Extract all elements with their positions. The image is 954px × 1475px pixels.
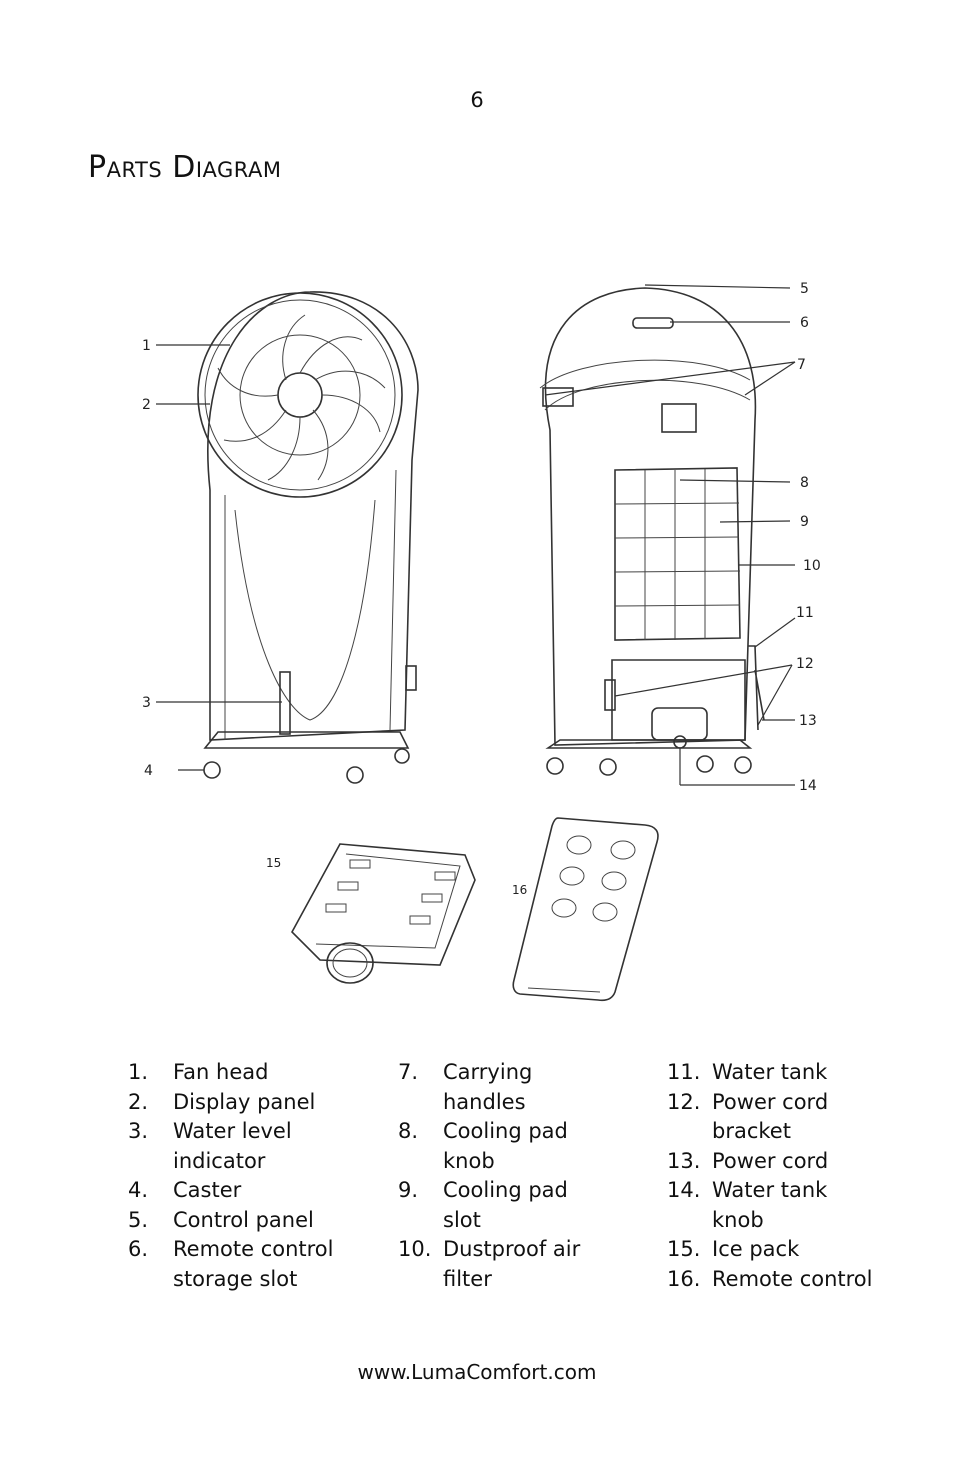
callout-1: 1: [142, 338, 151, 354]
list-item: 3.Water level indicator: [128, 1119, 292, 1173]
list-item: 16.Remote control: [667, 1266, 873, 1291]
callout-numbers: 1 2 3 4 5 6 7 8 9 10 11 12 13 14 15 16: [142, 281, 821, 897]
page-number: 6: [470, 88, 484, 112]
front-view-illustration: [197, 291, 419, 784]
list-item: 5.Control panel: [128, 1207, 314, 1232]
list-item: 8.Cooling pad knob: [398, 1119, 568, 1173]
list-item: 10.Dustproof air filter: [398, 1237, 581, 1291]
list-item: 6.Remote control storage slot: [128, 1237, 334, 1291]
callout-15: 15: [266, 856, 281, 870]
callout-16: 16: [512, 883, 527, 897]
callout-14: 14: [799, 778, 817, 794]
callout-4: 4: [144, 763, 153, 779]
callout-11: 11: [796, 605, 814, 621]
footer-url: www.LumaComfort.com: [357, 1360, 597, 1384]
list-item: 11.Water tank: [667, 1060, 828, 1084]
parts-diagram-drawing: 1 2 3 4 5 6 7 8 9 10 11 12 13 14 15 16: [142, 281, 821, 1002]
list-item: 15.Ice pack: [667, 1237, 800, 1261]
callout-8: 8: [800, 475, 809, 491]
parts-column-1: 1.Fan head 2.Display panel 3.Water level…: [128, 1058, 378, 1294]
list-item: 14.Water tank knob: [667, 1178, 828, 1232]
parts-diagram: 1 2 3 4 5 6 7 8 9 10 11 12 13 14 15 16: [100, 270, 860, 1020]
callout-3: 3: [142, 695, 151, 711]
list-item: 1.Fan head: [128, 1060, 269, 1084]
callout-2: 2: [142, 397, 151, 413]
callout-5: 5: [800, 281, 809, 297]
list-item: 13.Power cord: [667, 1148, 829, 1173]
parts-column-2: 7.Carrying handles 8.Cooling pad knob 9.…: [398, 1058, 648, 1294]
ice-pack-illustration: [291, 843, 476, 984]
parts-column-3: 11.Water tank 12.Power cord bracket 13.P…: [667, 1058, 917, 1294]
back-view-illustration: [539, 287, 765, 776]
callout-10: 10: [803, 558, 821, 574]
list-item: 4.Caster: [128, 1178, 242, 1202]
callout-9: 9: [800, 514, 809, 530]
page-title: Parts Diagram: [88, 150, 282, 185]
remote-control-illustration: [512, 817, 659, 1002]
list-item: 9.Cooling pad slot: [398, 1178, 568, 1232]
callout-13: 13: [799, 713, 817, 729]
list-item: 12.Power cord bracket: [667, 1089, 829, 1144]
parts-list: 1.Fan head 2.Display panel 3.Water level…: [128, 1058, 888, 1308]
callout-7: 7: [797, 357, 806, 373]
callout-6: 6: [800, 315, 809, 331]
list-item: 7.Carrying handles: [398, 1060, 533, 1114]
callout-leaders: [156, 284, 796, 786]
list-item: 2.Display panel: [128, 1089, 316, 1114]
callout-12: 12: [796, 656, 814, 672]
